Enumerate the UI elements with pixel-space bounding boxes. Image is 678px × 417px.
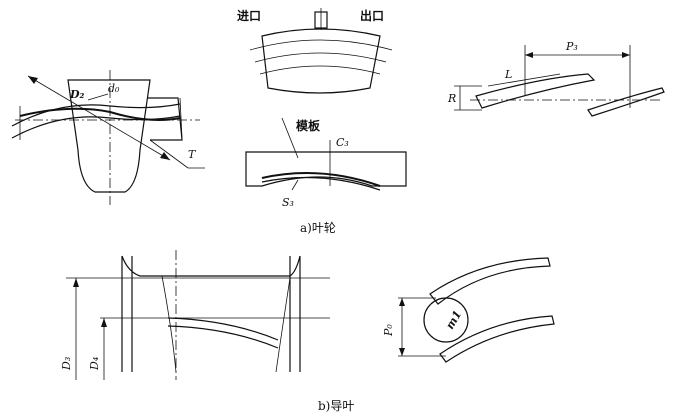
label-inlet: 进口 <box>237 8 261 23</box>
label-p0: P₀ <box>382 324 395 337</box>
label-c3: C₃ <box>336 136 349 149</box>
label-p3: P₃ <box>565 40 578 53</box>
label-l: L <box>504 68 512 81</box>
label-d4: D₄ <box>88 357 101 371</box>
label-d3: D₃ <box>60 357 73 371</box>
caption-guide-vane: b)导叶 <box>318 399 354 413</box>
label-r: R <box>447 92 456 105</box>
blade-pitch-view <box>454 45 665 117</box>
throat-view <box>398 257 555 363</box>
label-d0: d₀ <box>108 82 120 95</box>
impeller-side-view <box>11 70 205 205</box>
label-outlet: 出口 <box>360 8 384 23</box>
caption-impeller: a)叶轮 <box>300 221 336 235</box>
label-s3: S₃ <box>282 196 294 209</box>
label-template: 模板 <box>296 118 321 133</box>
template-section <box>245 117 407 191</box>
label-d2: D₂ <box>69 88 85 101</box>
guide-vane-section <box>66 250 330 380</box>
label-m1: m1 <box>443 308 464 331</box>
impeller-blade-fan <box>249 8 393 94</box>
label-t: T <box>188 148 197 161</box>
